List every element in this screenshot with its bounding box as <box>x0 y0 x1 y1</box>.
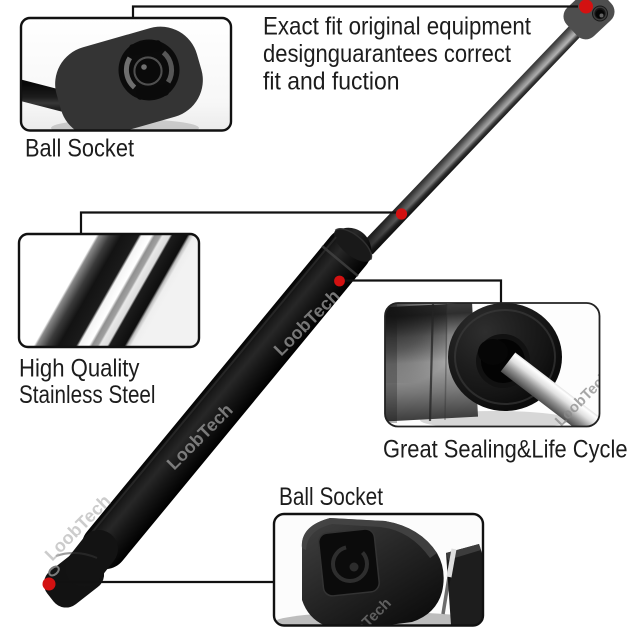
svg-text:Exact fit original equipment: Exact fit original equipment <box>263 13 531 41</box>
svg-text:High Quality: High Quality <box>19 355 140 383</box>
svg-text:Ball Socket: Ball Socket <box>279 483 383 511</box>
svg-text:Stainless Steel: Stainless Steel <box>19 381 156 409</box>
svg-text:Great Sealing&Life Cycle: Great Sealing&Life Cycle <box>383 436 628 464</box>
svg-text:Ball Socket: Ball Socket <box>25 135 134 163</box>
svg-text:fit and fuction: fit and fuction <box>263 68 400 96</box>
svg-text:designguarantees correct: designguarantees correct <box>263 40 511 68</box>
